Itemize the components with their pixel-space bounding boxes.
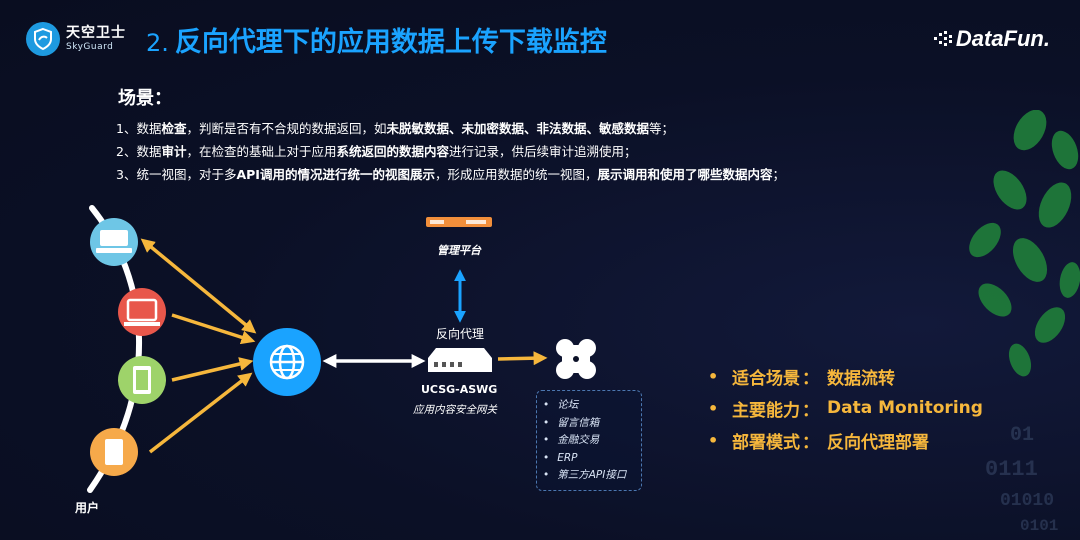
user-node-2 bbox=[118, 288, 166, 336]
scene-line-2-segment-5: 进行记录，供后续审计追溯使用； bbox=[449, 144, 637, 159]
feature-bullet-icon: • bbox=[708, 430, 719, 450]
scene-line-3-segment-4: 展示调用和使用了哪些数据内容 bbox=[597, 167, 773, 182]
users-label: 用户 bbox=[75, 501, 100, 515]
scene-line-2: 2、数据审计，在检查的基础上对于应用系统返回的数据内容进行记录，供后续审计追溯使… bbox=[116, 140, 916, 163]
svg-text:01: 01 bbox=[1010, 424, 1034, 447]
datafun-dots-icon bbox=[933, 31, 952, 46]
feature-key: 适合场景 bbox=[732, 368, 800, 389]
user-node-1 bbox=[90, 218, 138, 266]
feature-separator: ： bbox=[802, 368, 819, 389]
scene-heading: 场景： bbox=[118, 88, 172, 109]
scene-line-3-segment-3: ，形成应用数据的统一视图， bbox=[434, 167, 598, 182]
application-list-box: 论坛留言信箱金融交易ERP第三方API接口 bbox=[536, 390, 642, 491]
app-list-item: 论坛 bbox=[543, 397, 641, 415]
arrow-user2-globe bbox=[171, 313, 256, 345]
scene-line-3-segment-5: ； bbox=[772, 167, 786, 182]
arrow-device-apps bbox=[497, 351, 548, 366]
skyguard-logo: 天空卫士 SkyGuard bbox=[26, 22, 126, 56]
title-text: 反向代理下的应用数据上传下载监控 bbox=[174, 27, 607, 58]
scene-line-2-segment-1: 2、数据 bbox=[116, 144, 162, 159]
arrow-user4-globe bbox=[148, 372, 253, 454]
scene-line-1: 1、数据检查，判断是否有不合规的数据返回，如未脱敏数据、未加密数据、非法数据、敏… bbox=[116, 117, 916, 140]
arrow-user1-globe bbox=[140, 238, 257, 334]
decorative-tree-graphic: 01 0111 01010 0101 bbox=[969, 110, 1080, 535]
feature-separator: ： bbox=[802, 432, 819, 453]
app-list-item: 金融交易 bbox=[543, 432, 641, 450]
scene-line-3-segment-2: API调用的情况进行统一的视图展示 bbox=[236, 167, 435, 182]
feature-value: Data Monitoring bbox=[827, 398, 983, 418]
svg-text:0111: 0111 bbox=[985, 457, 1038, 482]
scene-line-1-segment-1: 1、数据 bbox=[116, 121, 162, 136]
architecture-diagram bbox=[87, 205, 596, 493]
scene-list: 1、数据检查，判断是否有不合规的数据返回，如未脱敏数据、未加密数据、非法数据、敏… bbox=[116, 117, 916, 186]
user-node-4 bbox=[90, 428, 138, 476]
datafun-text: DataFun. bbox=[955, 26, 1050, 51]
user-node-3 bbox=[118, 356, 166, 404]
internet-globe-icon bbox=[253, 328, 321, 396]
scene-line-3: 3、统一视图，对于多API调用的情况进行统一的视图展示，形成应用数据的统一视图，… bbox=[116, 163, 916, 186]
page-title: 2.反向代理下的应用数据上传下载监控 bbox=[146, 20, 607, 59]
scene-line-1-segment-2: 检查 bbox=[161, 121, 187, 136]
feature-value: 数据流转 bbox=[827, 368, 895, 389]
applications-icon bbox=[556, 339, 596, 379]
gateway-device-icon bbox=[428, 348, 492, 372]
scene-line-2-segment-2: 审计 bbox=[161, 144, 187, 159]
scene-line-3-segment-1: 3、统一视图，对于多 bbox=[116, 167, 237, 182]
management-platform-label: 管理平台 bbox=[437, 244, 481, 257]
logo-english-name: SkyGuard bbox=[66, 42, 114, 52]
device-desc-label: 应用内容安全网关 bbox=[413, 404, 497, 416]
feature-key: 主要能力 bbox=[732, 400, 800, 421]
title-number: 2. bbox=[146, 29, 169, 57]
feature-list: •适合场景：数据流转•主要能力：Data Monitoring•部署模式：反向代… bbox=[708, 360, 983, 456]
app-list-item: 第三方API接口 bbox=[543, 467, 641, 485]
feature-separator: ： bbox=[802, 400, 819, 421]
feature-bullet-icon: • bbox=[708, 398, 719, 418]
management-platform-icon bbox=[426, 217, 492, 227]
svg-text:0101: 0101 bbox=[1020, 517, 1058, 535]
scene-line-2-segment-4: 系统返回的数据内容 bbox=[336, 144, 449, 159]
feature-item: • 部署模式： 反向代理部署 bbox=[708, 424, 983, 456]
scene-line-1-segment-5: 等； bbox=[649, 121, 675, 136]
feature-bullet-icon: • bbox=[708, 366, 719, 386]
feature-item: • 适合场景： 数据流转 bbox=[708, 360, 983, 392]
scene-line-2-segment-3: ，在检查的基础上对于应用 bbox=[186, 144, 337, 159]
logo-chinese-name: 天空卫士 bbox=[66, 25, 126, 41]
svg-text:01010: 01010 bbox=[1000, 491, 1054, 511]
shield-logo-icon bbox=[26, 22, 60, 56]
feature-key: 部署模式 bbox=[732, 432, 800, 453]
feature-item: • 主要能力： Data Monitoring bbox=[708, 392, 983, 424]
reverse-proxy-label: 反向代理 bbox=[436, 327, 485, 341]
feature-value: 反向代理部署 bbox=[827, 432, 929, 453]
arrow-user3-globe bbox=[171, 357, 254, 382]
app-list-item: ERP bbox=[543, 450, 641, 468]
app-list-item: 留言信箱 bbox=[543, 415, 641, 433]
device-name-label: UCSG-ASWG bbox=[421, 383, 498, 396]
scene-line-1-segment-4: 未脱敏数据、未加密数据、非法数据、敏感数据 bbox=[386, 121, 649, 136]
scene-line-1-segment-3: ，判断是否有不合规的数据返回，如 bbox=[186, 121, 387, 136]
datafun-logo: DataFun. bbox=[933, 26, 1050, 52]
